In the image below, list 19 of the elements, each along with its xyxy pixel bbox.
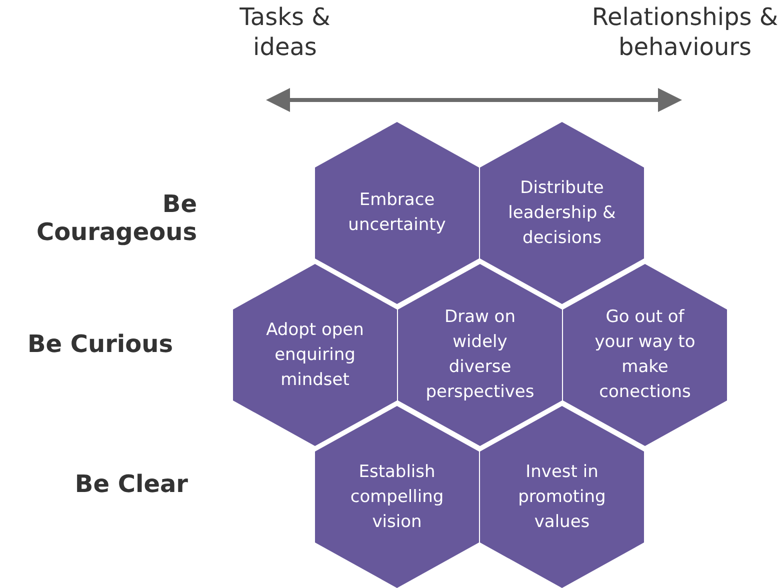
axis-end-label: Relationships & behaviours bbox=[590, 2, 780, 62]
hexagon bbox=[315, 406, 479, 588]
hexagon bbox=[315, 122, 479, 304]
row-label: Be Clear bbox=[74, 470, 188, 498]
hexagon-text: Distribute leadership & decisions bbox=[507, 176, 617, 250]
hexagon bbox=[233, 264, 397, 446]
hexagon bbox=[480, 122, 644, 304]
hexagon bbox=[398, 264, 562, 446]
hexagon-text: Establish compelling vision bbox=[349, 460, 445, 534]
hexagon-text: Draw on widely diverse perspectives bbox=[424, 306, 536, 404]
row-label: Be Curious bbox=[26, 330, 173, 358]
hexagon bbox=[480, 406, 644, 588]
hexagon-text: Go out of your way to make conections bbox=[594, 306, 696, 404]
row-label: Be Courageous bbox=[35, 190, 197, 246]
hexagon-text: Invest in promoting values bbox=[517, 460, 607, 534]
hexagon-text: Embrace uncertainty bbox=[347, 189, 447, 237]
hexagon bbox=[563, 264, 727, 446]
hexagon-text: Adopt open enquiring mindset bbox=[265, 318, 365, 392]
axis-end-label: Tasks & ideas bbox=[238, 2, 332, 62]
